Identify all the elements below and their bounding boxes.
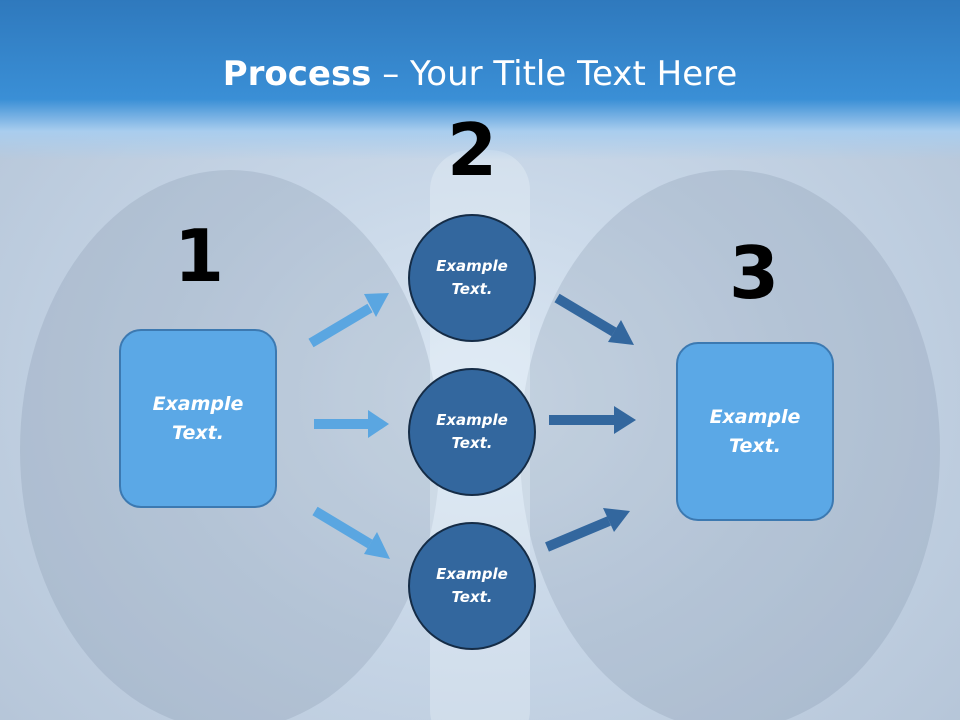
- step-2-circle-bottom: Example Text.: [408, 522, 536, 650]
- step-2-text-bottom: Example Text.: [436, 565, 508, 606]
- step-number-2: 2: [446, 108, 498, 192]
- step-2-circle-top: Example Text.: [408, 214, 536, 342]
- arrow-left-middle: [314, 410, 389, 438]
- slide-title: Process – Your Title Text Here: [0, 52, 960, 96]
- arrow-left-down: [312, 506, 390, 559]
- step-number-1: 1: [173, 214, 225, 298]
- step-2-text-middle: Example Text.: [436, 411, 508, 452]
- arrow-right-up: [554, 293, 634, 345]
- step-3-text: Example Text.: [709, 405, 801, 457]
- title-rest: – Your Title Text Here: [371, 54, 738, 94]
- step-2-circle-middle: Example Text.: [408, 368, 536, 496]
- arrow-right-down: [545, 508, 630, 552]
- step-3-box: Example Text.: [676, 342, 834, 521]
- title-bold: Process: [222, 54, 372, 94]
- arrow-right-middle: [549, 406, 636, 434]
- step-number-3: 3: [728, 231, 780, 315]
- step-1-text: Example Text.: [152, 392, 244, 444]
- step-1-box: Example Text.: [119, 329, 277, 508]
- step-2-text-top: Example Text.: [436, 257, 508, 298]
- arrow-left-up: [308, 293, 389, 348]
- header-band: [0, 0, 960, 160]
